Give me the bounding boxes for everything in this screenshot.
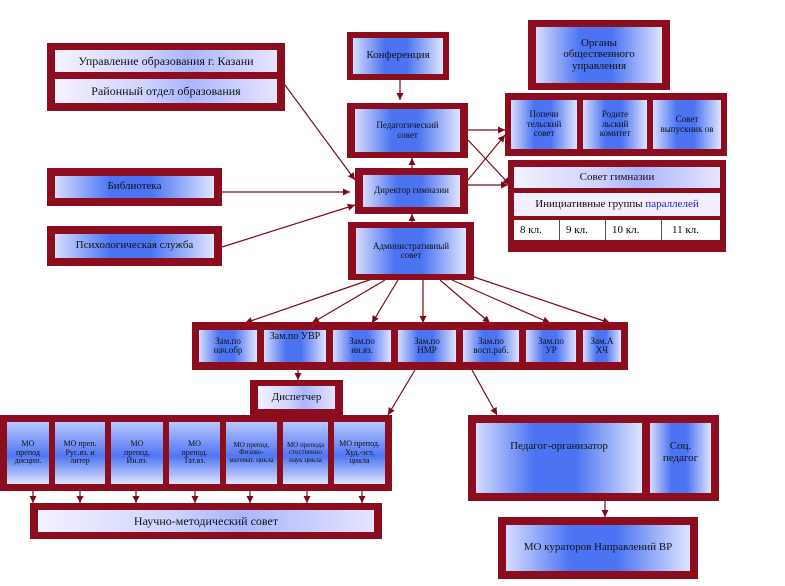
mo-foreign-node: МО препод. Ин.яз.: [111, 422, 163, 484]
curators-node: МО кураторов Направлений ВР: [506, 525, 690, 571]
public-governance-block: Органы общественного управления: [528, 20, 670, 90]
pedagogical-council-block: Педагогический совет: [347, 103, 468, 158]
library-node: Библиотека: [55, 176, 214, 198]
class-10-cell: 10 кл.: [605, 220, 661, 240]
deputy-upbringing-node: Зам.по восп.раб.: [463, 330, 519, 362]
trustee-council-node: Попечи тельский совет: [511, 100, 577, 149]
councils-block: Попечи тельский совет Родите льский коми…: [505, 93, 727, 156]
director-node: Директор гимназии: [363, 175, 460, 207]
administrative-council-block: Административный совет: [348, 222, 474, 280]
parallels-label: параллелей: [645, 197, 699, 210]
dispatcher-block: Диспетчер: [250, 380, 343, 415]
conference-node: Конференция: [353, 38, 443, 74]
district-department-node: Районный отдел образования: [55, 79, 277, 103]
deputy-primary-node: Зам.по нач.обр: [199, 330, 257, 362]
psychology-service-block: Психологическая служба: [47, 226, 222, 266]
mo-physmath-node: МО препод. Физико-математ. цикла: [226, 422, 277, 484]
mo-tatar-node: МО препод. Тат.яз.: [169, 422, 220, 484]
class-8-cell: 8 кл.: [514, 220, 559, 240]
methodical-unions-block: МО препод дисцип. МО преп. Рус.яз. и лит…: [0, 415, 392, 491]
mo-russian-node: МО преп. Рус.яз. и литер: [55, 422, 105, 484]
library-block: Библиотека: [47, 168, 222, 206]
initiative-groups-node: Инициативные группы параллелей: [514, 193, 720, 216]
gymnasium-council-node: Совет гимназии: [514, 167, 720, 188]
mo-arts-node: МО препод. Худ.-эст. цикла: [334, 422, 385, 484]
organizer-block: Педагог-организатор Соц. педагог: [468, 415, 719, 501]
class-11-cell: 11 кл.: [661, 220, 720, 240]
deputy-uvr-node: Зам.по УВР: [264, 330, 326, 362]
teacher-organizer-node: Педагог-организатор: [476, 423, 642, 493]
administrative-council-node: Административный совет: [356, 228, 466, 274]
deputy-ahch-node: Зам.А ХЧ: [583, 330, 621, 362]
education-department-node: Управление образования г. Казани: [55, 50, 277, 72]
psychology-service-node: Психологическая служба: [55, 234, 214, 258]
scientific-methodical-block: Научно-методический совет: [30, 503, 382, 539]
graduates-council-node: Совет выпускник ов: [653, 100, 721, 149]
scientific-methodical-node: Научно-методический совет: [38, 510, 374, 532]
deputy-foreign-lang-node: Зам.по ин.яз.: [333, 330, 391, 362]
mo-disciplines-node: МО препод дисцип.: [7, 422, 49, 484]
conference-block: Конференция: [347, 32, 449, 80]
deputies-block: Зам.по нач.обр Зам.по УВР Зам.по ин.яз. …: [192, 322, 628, 370]
education-authority-block: Управление образования г. Казани Районны…: [47, 43, 285, 111]
pedagogical-council-node: Педагогический совет: [355, 109, 460, 152]
deputy-nmr-node: Зам.по НМР: [398, 330, 456, 362]
parent-committee-node: Родите льский комитет: [583, 100, 647, 149]
dispatcher-node: Диспетчер: [258, 386, 335, 409]
social-teacher-node: Соц. педагог: [650, 423, 711, 493]
curators-block: МО кураторов Направлений ВР: [498, 517, 698, 579]
initiative-groups-label: Инициативные группы: [535, 197, 643, 210]
class-9-cell: 9 кл.: [559, 220, 605, 240]
mo-science-node: МО препода стественно наук цикла: [283, 422, 328, 484]
gymnasium-council-block: Совет гимназии Инициативные группы парал…: [508, 160, 726, 252]
deputy-ur-node: Зам.по УР: [526, 330, 576, 362]
public-governance-node: Органы общественного управления: [536, 27, 662, 83]
director-block: Директор гимназии: [355, 168, 468, 214]
